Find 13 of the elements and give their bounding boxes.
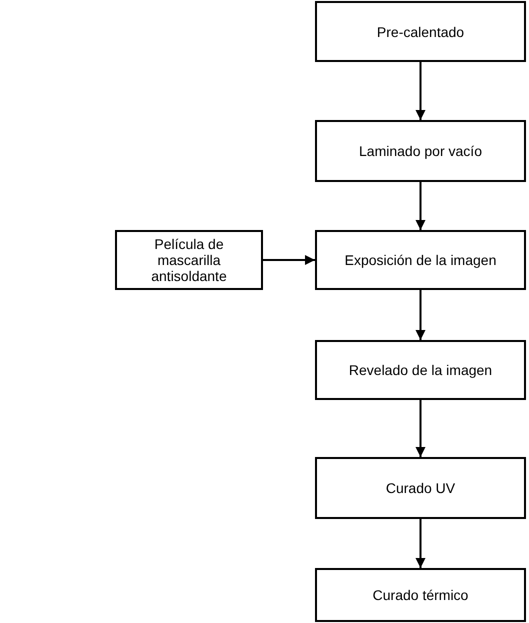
process-box: Exposición de la imagen <box>315 230 526 290</box>
process-box: Pre-calentado <box>315 1 526 62</box>
process-box: Revelado de la imagen <box>315 340 526 400</box>
arrow <box>416 290 426 340</box>
process-box: Curado UV <box>315 457 526 519</box>
arrow <box>416 182 426 230</box>
arrow <box>416 519 426 568</box>
process-box: Película de mascarilla antisoldante <box>115 230 263 290</box>
arrow <box>416 62 426 120</box>
process-box: Curado térmico <box>315 568 526 622</box>
arrow <box>416 400 426 457</box>
process-box: Laminado por vacío <box>315 120 526 182</box>
arrow <box>263 255 315 265</box>
